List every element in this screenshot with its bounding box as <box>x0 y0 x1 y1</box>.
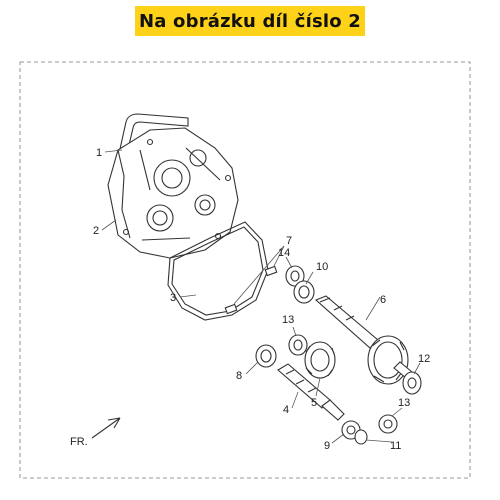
crankcase-cover <box>107 127 239 259</box>
bearing-14-upper <box>285 265 305 287</box>
bearing-13-upper <box>288 334 308 356</box>
callout-leader-lines <box>101 149 421 444</box>
callout-14: 14 <box>278 247 290 259</box>
dowel-pins <box>224 265 278 315</box>
callout-12: 12 <box>418 353 430 365</box>
callout-10: 10 <box>316 261 328 273</box>
callout-5: 5 <box>311 397 317 409</box>
callout-2: 2 <box>93 225 99 237</box>
bearing-13-lower <box>378 414 398 434</box>
callout-4: 4 <box>283 404 289 416</box>
intermediate-gear <box>304 341 336 379</box>
final-drive-shaft <box>314 295 413 385</box>
callout-9: 9 <box>324 440 330 452</box>
callout-6: 6 <box>380 294 386 306</box>
drive-shaft <box>277 363 345 421</box>
callout-1: 1 <box>96 147 102 159</box>
callout-11: 11 <box>390 440 401 452</box>
bearing-10 <box>293 280 315 304</box>
front-direction-arrow: FR. <box>70 417 121 448</box>
callout-numbers: 1 2 3 4 5 6 7 8 9 10 11 12 13 13 14 <box>93 147 430 452</box>
callout-13-lower: 13 <box>398 397 410 409</box>
cover-gasket <box>167 221 269 321</box>
bearing-8 <box>255 344 277 368</box>
breather-hose <box>117 113 189 163</box>
part-number-banner: Na obrázku díl číslo 2 <box>135 6 365 36</box>
seal-11 <box>354 429 368 445</box>
callout-3: 3 <box>170 292 176 304</box>
diagram-frame <box>19 61 471 479</box>
bearing-12 <box>402 371 422 395</box>
front-direction-label: FR. <box>70 436 88 448</box>
callout-13-upper: 13 <box>282 314 294 326</box>
callout-7: 7 <box>286 235 292 247</box>
callout-8: 8 <box>236 370 242 382</box>
